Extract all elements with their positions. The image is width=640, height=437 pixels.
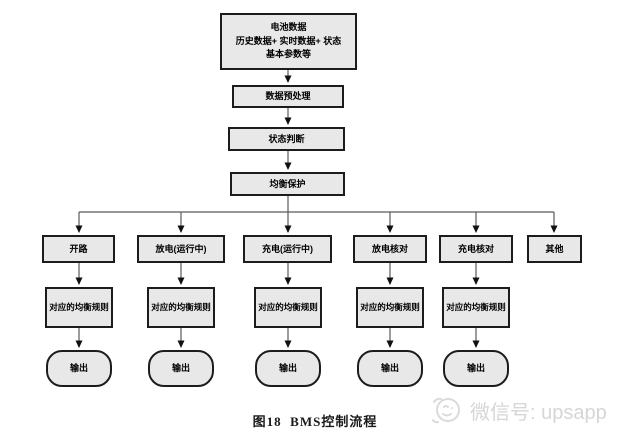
battery-data-line3: 基本参数等 <box>265 49 311 60</box>
wechat-face-icon <box>432 397 460 424</box>
node-branch-open-circuit: 开路 <box>42 235 115 263</box>
node-data-preprocess: 数据预处理 <box>232 85 344 108</box>
battery-data-line1: 电池数据 <box>270 21 307 32</box>
node-rule-2: 对应的均衡规则 <box>147 287 215 328</box>
figure-caption: 图18 BMS控制流程 <box>252 414 378 429</box>
node-rule-3: 对应的均衡规则 <box>254 287 322 328</box>
node-rule-1: 对应的均衡规则 <box>45 287 113 328</box>
node-output-4: 输出 <box>357 350 423 387</box>
node-rule-4: 对应的均衡规则 <box>356 287 424 328</box>
battery-data-line2: 历史数据+ 实时数据+ 状态 <box>235 35 342 46</box>
node-branch-discharge-running: 放电(运行中) <box>137 235 225 263</box>
node-battery-data: 电池数据 历史数据+ 实时数据+ 状态 基本参数等 <box>220 13 357 70</box>
node-branch-other: 其他 <box>527 235 582 263</box>
node-output-1: 输出 <box>46 350 112 387</box>
node-output-3: 输出 <box>255 350 321 387</box>
node-branch-discharge-check: 放电核对 <box>353 235 427 263</box>
node-balance-protect: 均衡保护 <box>230 172 345 196</box>
watermark-label: 微信号: upsapp <box>470 402 607 424</box>
node-output-5: 输出 <box>443 350 509 387</box>
node-state-judge: 状态判断 <box>228 127 345 151</box>
node-rule-5: 对应的均衡规则 <box>442 287 510 328</box>
node-branch-charge-running: 充电(运行中) <box>243 235 332 263</box>
node-output-2: 输出 <box>148 350 214 387</box>
node-branch-charge-check: 充电核对 <box>439 235 513 263</box>
